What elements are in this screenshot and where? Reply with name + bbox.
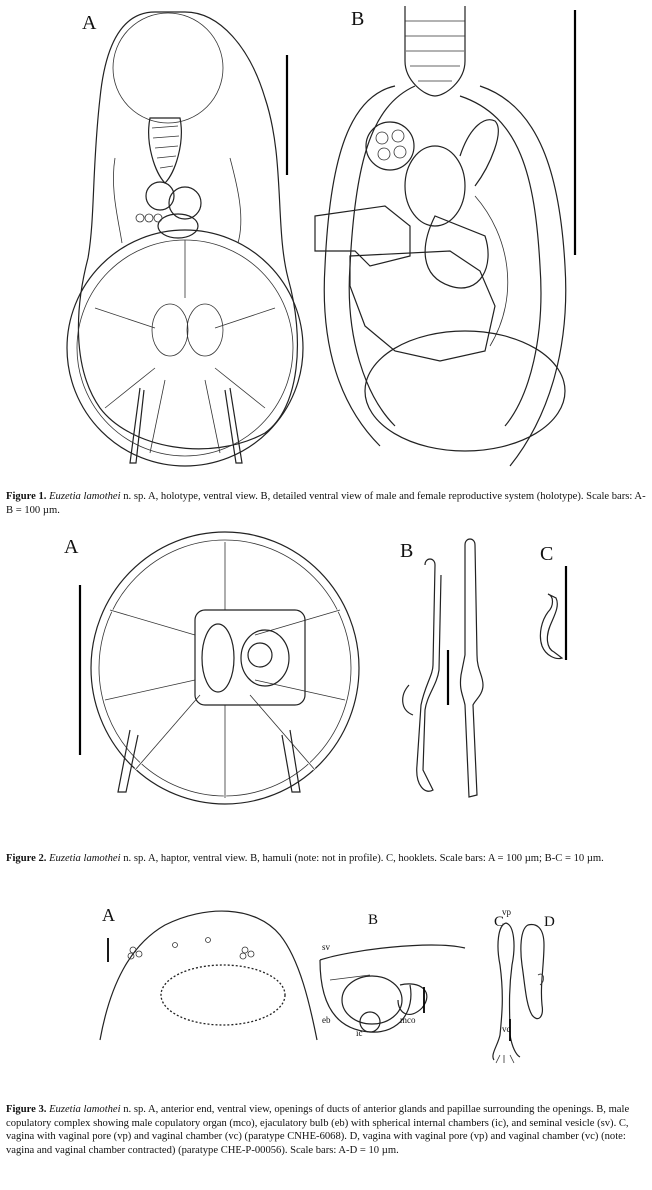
figure3-caption-text: n. sp. A, anterior end, ventral view, op… bbox=[6, 1104, 630, 1156]
fig2c-hooklet-drawing bbox=[539, 593, 564, 660]
figure3-caption-species: Euzetia lamothei bbox=[49, 1104, 121, 1115]
fig1-panel-b-letter: B bbox=[351, 8, 365, 30]
figure1-caption-text: n. sp. A, holotype, ventral view. B, det… bbox=[6, 491, 646, 516]
fig3b-scale-bar bbox=[423, 987, 425, 1013]
fig3c-label-vp: vp bbox=[502, 907, 511, 917]
fig2a-scale-bar bbox=[78, 585, 82, 755]
fig2b-scale-bar bbox=[446, 650, 450, 705]
fig2-panel-c-letter: C bbox=[540, 543, 554, 565]
fig3b-label-mco: mco bbox=[400, 1015, 416, 1025]
figure2-caption-label: Figure 2. bbox=[6, 853, 47, 864]
fig1b-scale-bar bbox=[573, 10, 577, 255]
figure1-caption-species: Euzetia lamothei bbox=[49, 491, 121, 502]
fig1b-reproductive-system-drawing bbox=[314, 6, 567, 467]
figure2-caption: Figure 2. Euzetia lamothei n. sp. A, hap… bbox=[6, 852, 646, 866]
figure1-caption: Figure 1. Euzetia lamothei n. sp. A, hol… bbox=[6, 490, 646, 517]
fig2-panel-a-letter: A bbox=[64, 536, 79, 558]
fig3b-label-sv: sv bbox=[322, 942, 331, 952]
figure3-caption: Figure 3. Euzetia lamothei n. sp. A, ant… bbox=[6, 1103, 646, 1157]
fig3cd-scale-bar bbox=[509, 1019, 511, 1041]
fig1-panel-a-letter: A bbox=[82, 12, 97, 34]
fig3a-scale-bar bbox=[107, 938, 109, 962]
figure2-caption-species: Euzetia lamothei bbox=[49, 853, 121, 864]
fig1a-scale-bar bbox=[285, 55, 289, 175]
fig3-panel-b-letter: B bbox=[368, 912, 379, 928]
fig3b-label-eb: eb bbox=[322, 1015, 331, 1025]
fig3cd-vagina-drawing bbox=[492, 922, 545, 1064]
fig2b-hamuli-drawing bbox=[402, 538, 484, 798]
fig3b-copulatory-complex-drawing bbox=[319, 944, 466, 1033]
fig2-panel-b-letter: B bbox=[400, 540, 414, 562]
figure2-caption-text: n. sp. A, haptor, ventral view. B, hamul… bbox=[120, 853, 604, 864]
fig3-panel-d-letter: D bbox=[544, 914, 555, 930]
figure1-caption-label: Figure 1. bbox=[6, 491, 47, 502]
fig1a-holotype-drawing bbox=[66, 11, 304, 467]
fig3-panel-c-letter: C bbox=[494, 914, 505, 930]
fig3b-label-ic: ic bbox=[356, 1028, 363, 1038]
fig3a-anterior-end-drawing bbox=[99, 910, 318, 1041]
fig2a-haptor-drawing bbox=[90, 531, 360, 805]
fig3-panel-a-letter: A bbox=[102, 905, 115, 925]
fig2c-scale-bar bbox=[564, 566, 568, 660]
figure3-caption-label: Figure 3. bbox=[6, 1104, 47, 1115]
fig3c-label-vc: vc bbox=[502, 1024, 511, 1034]
